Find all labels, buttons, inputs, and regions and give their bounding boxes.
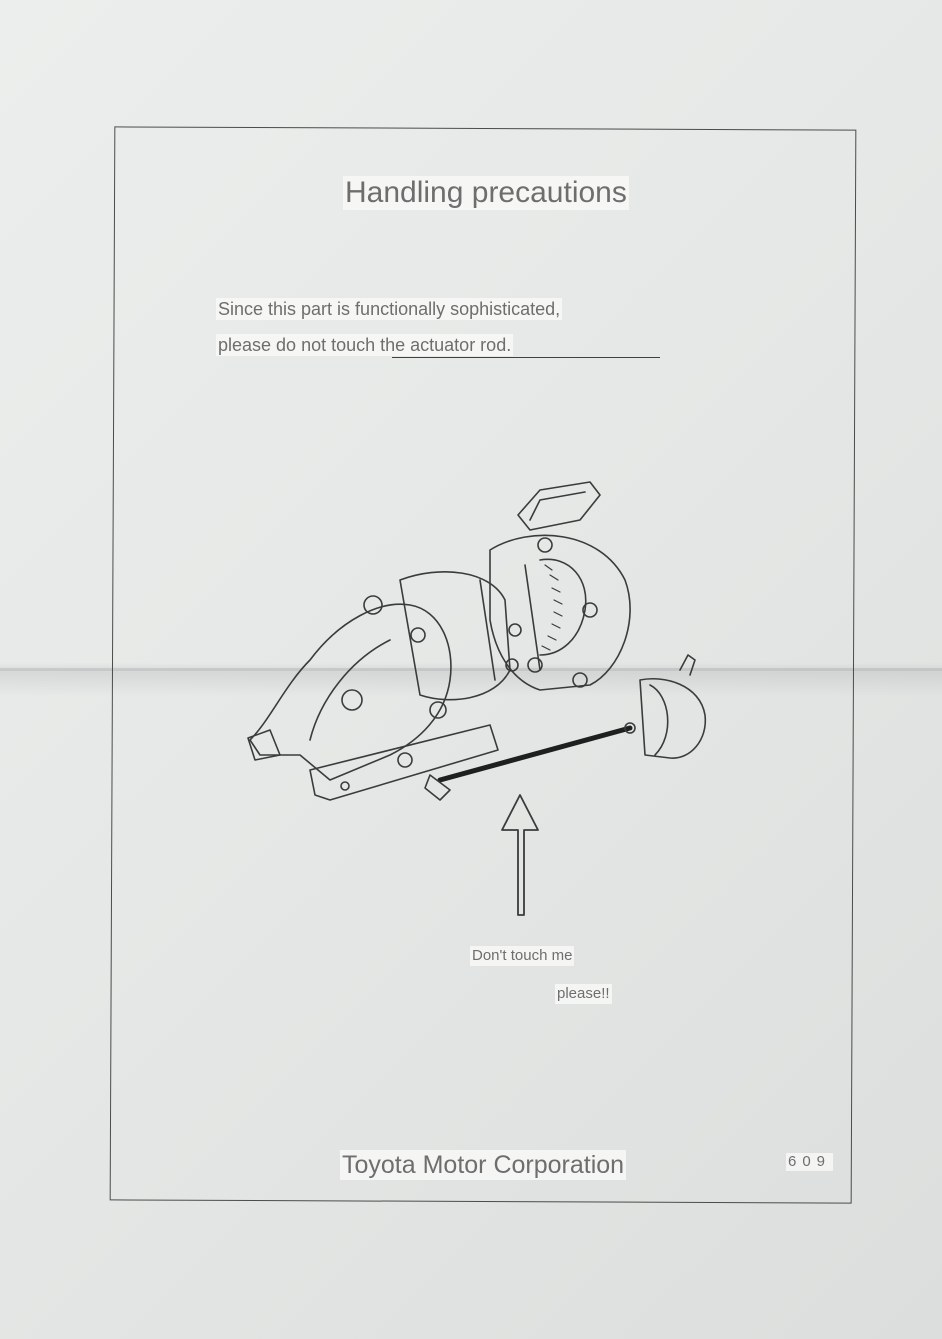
body-text-line-1: Since this part is functionally sophisti… <box>216 298 563 320</box>
body-text-line-2: please do not touch the actuator rod. <box>216 334 514 356</box>
turbocharger-illustration <box>247 481 707 916</box>
note-line-1: Don't touch me <box>470 946 575 966</box>
page-number: 609 <box>786 1153 834 1171</box>
footer-company: Toyota Motor Corporation <box>340 1150 627 1180</box>
fold-crease <box>0 668 942 671</box>
page-title: Handling precautions <box>343 176 629 210</box>
handwritten-underline <box>392 357 660 358</box>
arrow-up-icon <box>501 794 539 916</box>
note-line-2: please!! <box>555 984 612 1004</box>
